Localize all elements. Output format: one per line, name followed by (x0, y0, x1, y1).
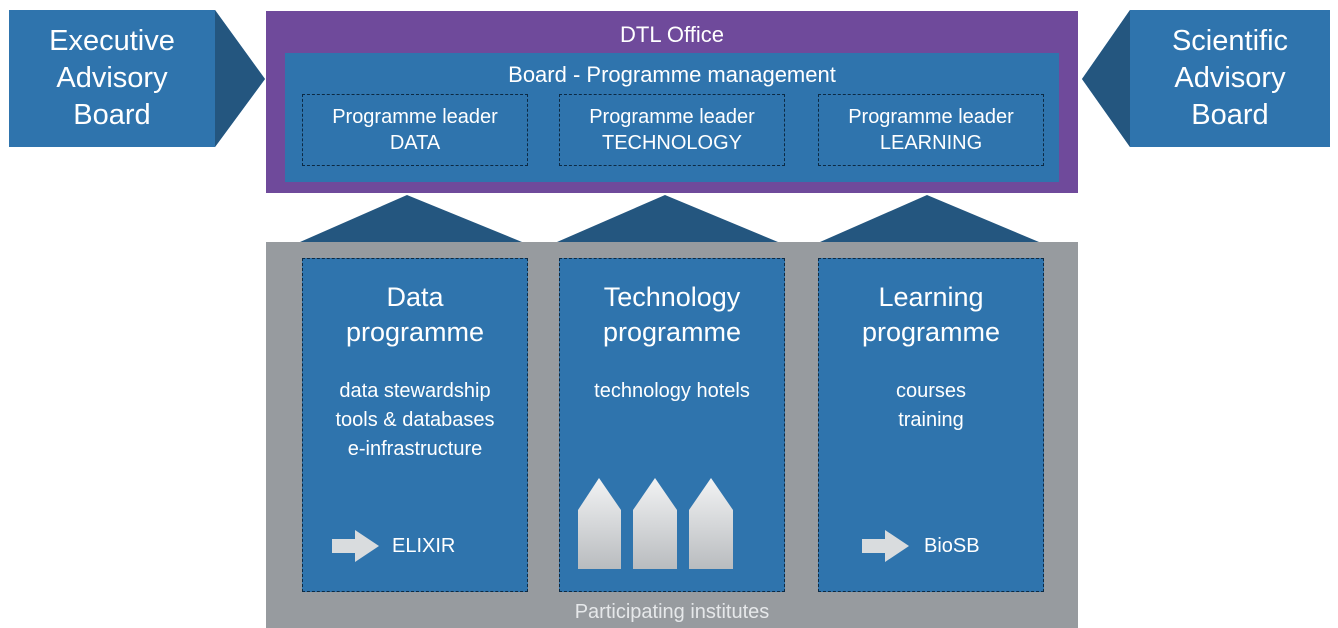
technology-programme-title-2: programme (602, 317, 742, 347)
connector-triangles (300, 195, 1039, 242)
biosb-label: BioSB (924, 535, 980, 557)
programme-leader-data: Programme leader DATA (302, 94, 528, 166)
dtl-office-title: DTL Office (620, 22, 724, 47)
data-programme-title-2: programme (345, 317, 485, 347)
board-management-title: Board - Programme management (508, 62, 836, 87)
leader-technology-line2: TECHNOLOGY (601, 132, 743, 154)
data-programme-content: Data programme data stewardship tools & … (302, 280, 528, 464)
learning-programme-items: courses training (818, 377, 1044, 435)
scientific-advisory-board: Scientific Advisory Board (1130, 10, 1330, 147)
scientific-board-line-2: Advisory (1174, 62, 1286, 94)
connector-triangle-data (300, 195, 522, 242)
hotel-buildings-icon (578, 478, 733, 569)
learning-item-1: courses (895, 380, 967, 402)
programme-leader-technology: Programme leader TECHNOLOGY (559, 94, 785, 166)
hotel-building-1 (578, 478, 621, 569)
scientific-board-arrow-shape (1082, 10, 1330, 147)
connector-triangle-technology (557, 195, 778, 242)
right-arrow-icon (862, 530, 909, 562)
elixir-label: ELIXIR (392, 535, 456, 557)
leader-technology-line1: Programme leader (589, 106, 755, 128)
executive-board-arrow-shape (9, 10, 265, 147)
learning-programme-content: Learning programme courses training (818, 280, 1044, 435)
data-item-2: tools & databases (335, 409, 495, 431)
data-programme-title-1: Data (386, 282, 444, 312)
executive-board-line-2: Advisory (56, 62, 168, 94)
technology-programme-content: Technology programme technology hotels (559, 280, 785, 406)
connector-triangle-learning (820, 195, 1039, 242)
leader-learning-line2: LEARNING (879, 132, 983, 154)
right-arrow-icon (332, 530, 379, 562)
data-item-3: e-infrastructure (347, 438, 483, 460)
learning-programme-box (818, 258, 1044, 592)
learning-programme-title-1: Learning (878, 282, 984, 312)
participating-institutes-label: Participating institutes (574, 601, 770, 623)
technology-item-1: technology hotels (594, 380, 750, 402)
learning-programme-title-2: programme (861, 317, 1001, 347)
executive-board-line-3: Board (73, 99, 151, 131)
executive-advisory-board: Executive Advisory Board (9, 10, 215, 147)
data-programme-items: data stewardship tools & databases e-inf… (302, 377, 528, 464)
leader-learning-line1: Programme leader (848, 106, 1014, 128)
leader-data-line1: Programme leader (332, 106, 498, 128)
scientific-board-line-3: Board (1191, 99, 1269, 131)
data-programme-box (302, 258, 528, 592)
technology-programme-items: technology hotels (559, 377, 785, 406)
executive-board-line-1: Executive (49, 25, 175, 57)
hotel-building-3 (689, 478, 733, 569)
scientific-board-line-1: Scientific (1171, 25, 1289, 57)
programme-leader-learning: Programme leader LEARNING (818, 94, 1044, 166)
hotel-building-2 (633, 478, 677, 569)
learning-item-2: training (898, 409, 964, 431)
leader-data-line2: DATA (389, 132, 441, 154)
technology-programme-title-1: Technology (603, 282, 741, 312)
data-item-1: data stewardship (339, 380, 491, 402)
